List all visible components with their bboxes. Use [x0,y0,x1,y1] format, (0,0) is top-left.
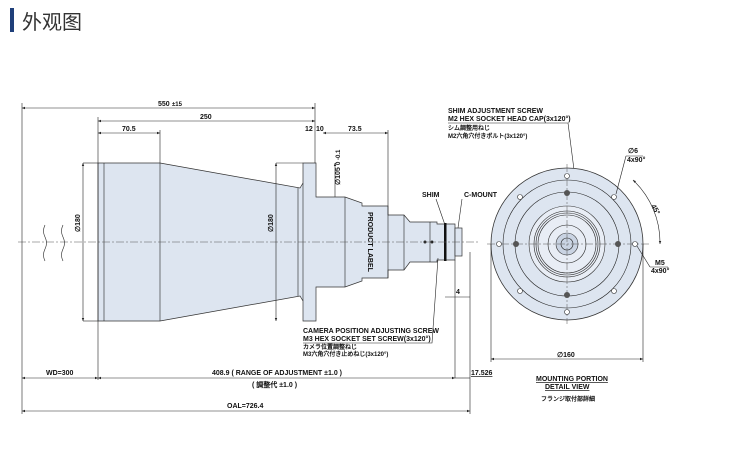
cam-screw-en1-label: CAMERA POSITION ADJUSTING SCREW [303,328,439,335]
dia180-a-label: ∅180 [74,214,82,232]
d73-5-label: 73.5 [348,126,362,133]
shim-screw-jp1-label: シム調整用ねじ [448,124,490,132]
cmount-label: C-MOUNT [464,192,498,199]
dia160-label: ∅160 [557,351,575,359]
d70-5-label: 70.5 [122,126,136,133]
break-symbol [43,224,65,262]
shim-screw-jp2-label: M2六角穴付きボルト(3x120°) [448,132,527,140]
range-label: 408.9 ( RANGE OF ADJUSTMENT ±1.0 ) [212,370,342,377]
shim-label: SHIM [422,192,440,199]
page-title: 外观图 [22,10,82,34]
dia6-count-label: 4x90° [627,156,646,164]
title-accent-bar [10,8,14,32]
cam-screw-jp1-label: カメラ位置調整ねじ [303,343,357,351]
m5-label: M5 [655,260,665,267]
d250-label: 250 [200,114,212,121]
d105-tol-label: 0 -0.1 [336,149,342,165]
flange-label: 17.526 [471,370,493,377]
bottom-dimensions: WD=300 408.9 ( RANGE OF ADJUSTMENT ±1.0 … [22,370,493,413]
detail-en2-label: DETAIL VIEW [545,384,590,391]
mounting-detail-view: 45° ∅6 4x90° M5 4x90° ∅160 MOUNTING PORT… [487,147,670,403]
wd-label: WD=300 [46,370,74,377]
dia6-label: ∅6 [628,147,638,155]
overall-label: 550 [158,101,170,108]
overall-tol-label: ±15 [172,102,183,108]
oal-label: OAL=726.4 [227,403,263,410]
angle-label: 45° [649,203,661,216]
d12-label: 12 [305,126,313,133]
d4-label: 4 [456,289,460,296]
detail-jp-label: フランジ取付部詳細 [541,395,595,403]
cam-screw-en2-label: M3 HEX SOCKET SET SCREW(3x120°) [303,335,431,343]
dia180-b-label: ∅180 [267,214,275,232]
shim-screw-en2-label: M2 HEX SOCKET HEAD CAP(3x120°) [448,115,571,123]
shim-screw-en1-label: SHIM ADJUSTMENT SCREW [448,108,543,115]
d10-label: 10 [316,126,324,133]
range-jp-label: ( 調整代 ±1.0 ) [252,380,297,389]
d105-label: ∅105 [334,167,342,185]
detail-en1-label: MOUNTING PORTION [536,376,608,383]
m5-count-label: 4x90° [651,267,670,275]
product-label: PRODUCT LABEL [366,212,373,273]
cam-screw-jp2-label: M3六角穴付き止めねじ(3x120°) [303,350,388,358]
